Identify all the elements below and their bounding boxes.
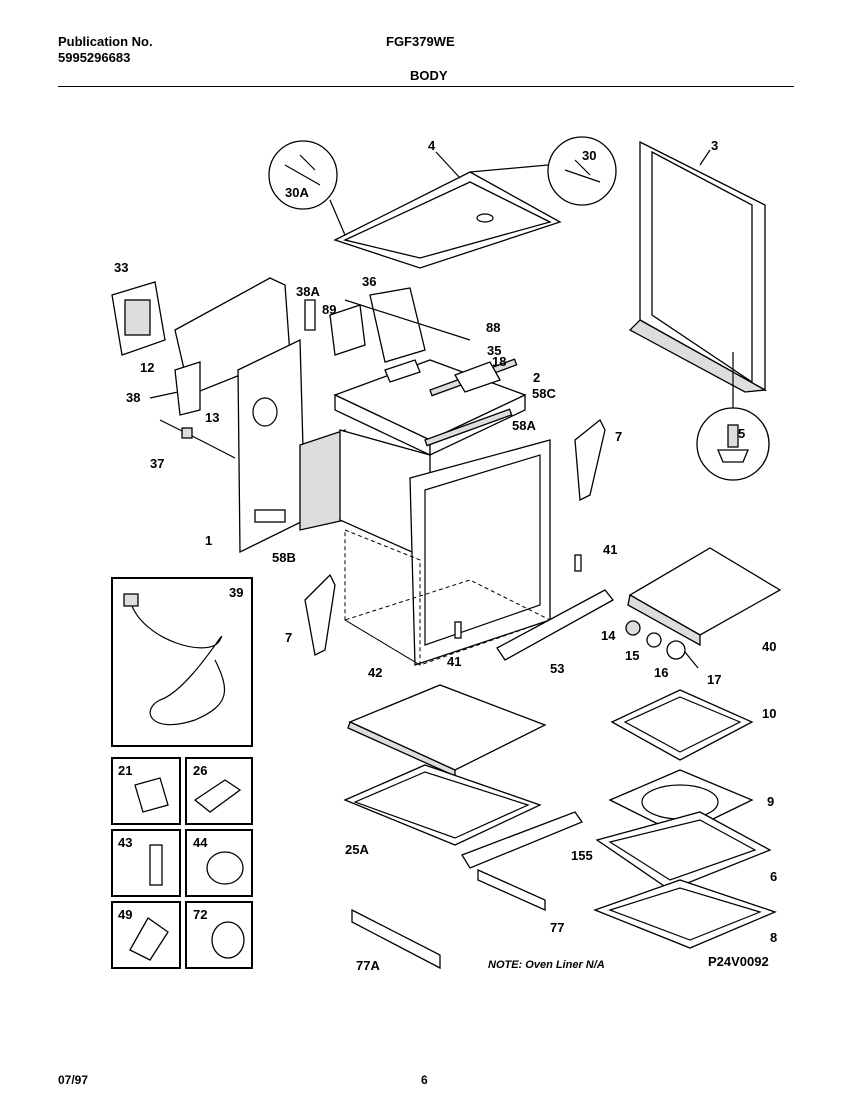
- model-number: FGF379WE: [386, 34, 455, 49]
- callout-12: 12: [140, 360, 154, 375]
- part-7-hinge-upper: [574, 418, 606, 502]
- part-38-panel: [149, 361, 201, 416]
- callout-10: 10: [762, 706, 776, 721]
- callout-36: 36: [362, 274, 376, 289]
- callout-26: 26: [193, 763, 207, 778]
- callout-38a: 38A: [296, 284, 320, 299]
- callout-1: 1: [205, 533, 212, 548]
- footer-date: 07/97: [58, 1073, 89, 1087]
- callout-38: 38: [126, 390, 140, 405]
- part-4-top-panel: [333, 151, 562, 269]
- callout-17: 17: [707, 672, 721, 687]
- callout-3: 3: [711, 138, 718, 153]
- section-title: BODY: [410, 68, 448, 83]
- part-33-bracket: [111, 281, 166, 356]
- part-40-burner-plate: [627, 547, 782, 647]
- callout-5: 5: [738, 426, 745, 441]
- part-37-wire: [159, 419, 236, 459]
- callout-35: 35: [487, 343, 501, 358]
- header-rule: [58, 86, 794, 87]
- drawing-id: P24V0092: [708, 954, 769, 969]
- publication-label: Publication No.: [58, 34, 153, 49]
- part-41-clips: [454, 554, 582, 639]
- callout-33: 33: [114, 260, 128, 275]
- callout-39: 39: [229, 585, 243, 600]
- callout-9: 9: [767, 794, 774, 809]
- part-53-bar: [496, 589, 614, 661]
- callout-43: 43: [118, 835, 132, 850]
- callout-41-lower: 41: [447, 654, 461, 669]
- callout-155: 155: [571, 848, 593, 863]
- inset-small-parts: [111, 757, 253, 969]
- part-1-cabinet-side: [237, 338, 306, 554]
- parts-14-17-igniter: [625, 620, 699, 669]
- callout-77: 77: [550, 920, 564, 935]
- part-77a-strip: [351, 908, 441, 970]
- callout-30a: 30A: [285, 185, 309, 200]
- callout-58a: 58A: [512, 418, 536, 433]
- oven-body: [333, 359, 552, 666]
- inset-30: [469, 136, 617, 206]
- callout-40: 40: [762, 639, 776, 654]
- inset-39-power-cord: [111, 577, 253, 747]
- callout-14: 14: [601, 628, 616, 643]
- part-25a-frame: [343, 764, 542, 846]
- part-58b-insulation: [299, 429, 346, 531]
- part-6-oven-rack: [595, 811, 772, 891]
- part-155-rail: [461, 811, 583, 869]
- part-18-2-burner-parts: [384, 359, 501, 393]
- callout-58b: 58B: [272, 550, 296, 565]
- callout-88: 88: [486, 320, 500, 335]
- callout-41: 41: [603, 542, 617, 557]
- callout-44: 44: [193, 835, 208, 850]
- callout-89: 89: [322, 302, 336, 317]
- callout-72: 72: [193, 907, 207, 922]
- part-7-hinge-lower: [304, 573, 336, 656]
- part-77-rail: [477, 868, 546, 912]
- callout-58c: 58C: [532, 386, 556, 401]
- callout-49: 49: [118, 907, 132, 922]
- callout-6: 6: [770, 869, 777, 884]
- part-42-panel: [347, 684, 547, 778]
- inset-30a: [268, 140, 346, 236]
- part-10-broiler-grid: [610, 689, 754, 761]
- callout-13: 13: [205, 410, 219, 425]
- part-8-drawer-liner: [593, 879, 777, 949]
- callout-30: 30: [582, 148, 596, 163]
- callout-16: 16: [654, 665, 668, 680]
- callout-8: 8: [770, 930, 777, 945]
- callout-4: 4: [428, 138, 436, 153]
- callout-15: 15: [625, 648, 639, 663]
- note-oven-liner: NOTE: Oven Liner N/A: [488, 959, 605, 971]
- footer-page: 6: [421, 1073, 428, 1087]
- callout-7-lower: 7: [285, 630, 292, 645]
- callout-18: 18: [492, 354, 506, 369]
- callout-77a: 77A: [356, 958, 380, 973]
- callout-42: 42: [368, 665, 382, 680]
- callout-37: 37: [150, 456, 164, 471]
- callout-2: 2: [533, 370, 540, 385]
- part-5-leveler: [696, 352, 770, 481]
- callout-21: 21: [118, 763, 132, 778]
- callout-53: 53: [550, 661, 564, 676]
- callout-7: 7: [615, 429, 622, 444]
- publication-number: 5995296683: [58, 50, 131, 65]
- part-3-side-panel: [628, 140, 768, 393]
- callout-25a: 25A: [345, 842, 369, 857]
